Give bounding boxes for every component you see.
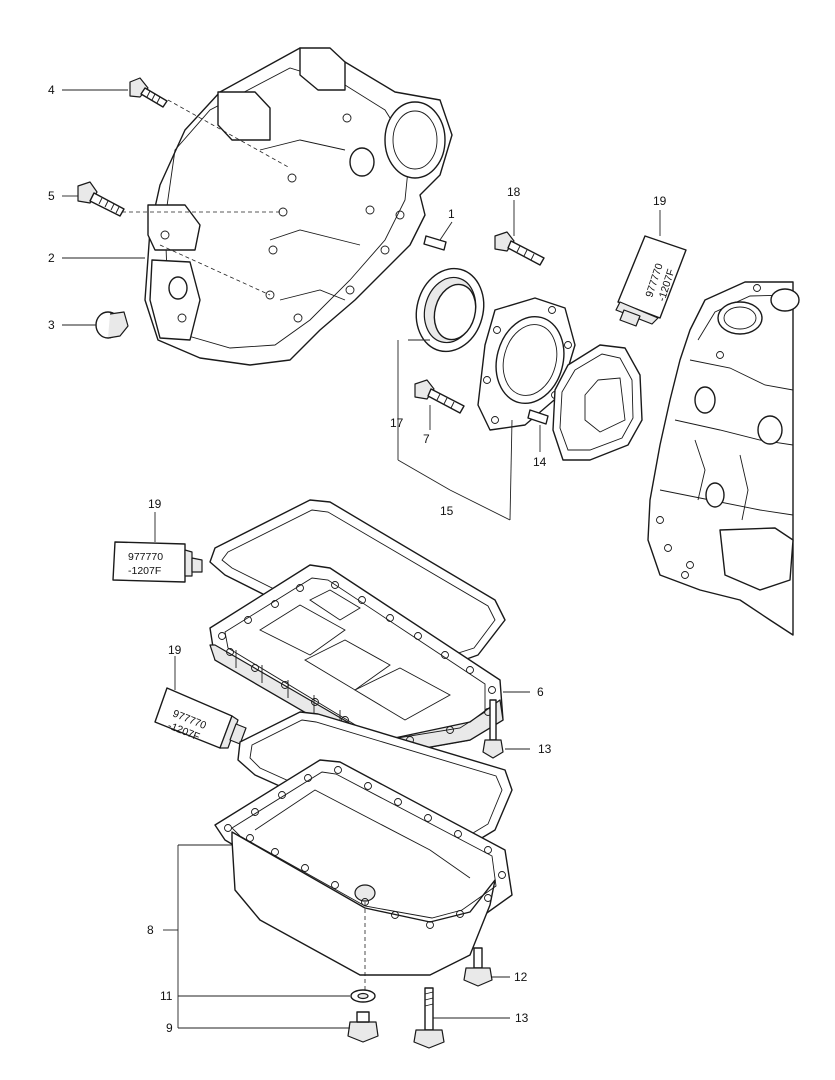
cover-gasket [552, 344, 643, 461]
washer-11 [350, 989, 376, 1003]
plug-3 [95, 311, 129, 339]
engine-block [647, 281, 800, 636]
bolt-12 [463, 947, 493, 987]
sealant-tube-lower [154, 687, 247, 749]
drain-plug-9 [347, 1011, 379, 1043]
label-19-top: 19 [653, 194, 667, 208]
bolt-13-upper [482, 699, 504, 759]
label-8: 8 [147, 923, 154, 937]
bolt-13-lower [413, 987, 445, 1049]
bolt-4 [129, 77, 168, 108]
tube-texts: 977770 -1207F 977770 -1207F 977770 -1207… [128, 262, 678, 744]
oil-sump [214, 759, 513, 990]
label-19-lower: 19 [168, 643, 182, 657]
dowel-pin-1 [423, 235, 447, 251]
label-6: 6 [537, 685, 544, 699]
label-2: 2 [48, 251, 55, 265]
label-18: 18 [507, 185, 521, 199]
label-11: 11 [160, 989, 173, 1003]
label-15: 15 [440, 504, 454, 518]
crankshaft-seal [415, 267, 485, 353]
label-4: 4 [48, 83, 55, 97]
sealant-tube-middle [112, 541, 203, 583]
bolt-5 [77, 181, 125, 217]
label-13-lower: 13 [515, 1011, 529, 1025]
tube-middle-suffix: -1207F [128, 565, 161, 577]
label-14: 14 [533, 455, 547, 469]
flywheel-housing [122, 47, 453, 366]
label-3: 3 [48, 318, 55, 332]
label-12: 12 [514, 970, 528, 984]
label-1: 1 [448, 207, 455, 221]
part-labels: 4 5 2 3 1 18 19 17 7 14 15 19 19 6 13 8 … [48, 83, 667, 1035]
sealant-tube-top [615, 235, 687, 327]
label-9: 9 [166, 1021, 173, 1035]
bolt-18 [494, 231, 545, 266]
seal-cover [477, 297, 576, 431]
lower-gasket [237, 711, 513, 846]
label-19-middle: 19 [148, 497, 162, 511]
label-5: 5 [48, 189, 55, 203]
tube-middle-code: 977770 [128, 551, 163, 563]
label-17: 17 [390, 416, 404, 430]
leader-lines [62, 89, 661, 1029]
bolt-7 [414, 379, 465, 414]
label-7: 7 [423, 432, 430, 446]
label-13-upper: 13 [538, 742, 552, 756]
dowel-pin-14 [527, 409, 549, 425]
